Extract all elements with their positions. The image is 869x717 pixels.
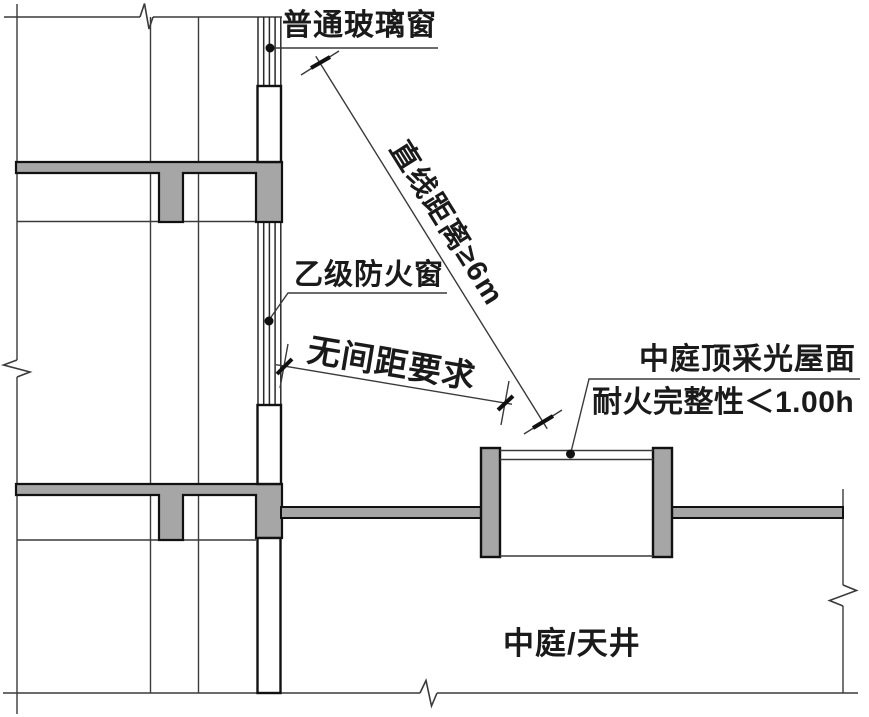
window-frame-panels: [256, 84, 283, 486]
label-class-b-fire-window: 乙级防火窗: [294, 259, 445, 291]
atrium-roof-slabs: [280, 506, 844, 519]
leader-dot-fire-window: [264, 316, 274, 326]
leader-class-b-fire-window: [268, 292, 447, 321]
label-ordinary-glass-window: 普通玻璃窗: [282, 9, 437, 42]
leader-lines: [267, 47, 860, 453]
atrium-side-wall: [256, 536, 282, 695]
floor-slab-upper: [14, 160, 284, 224]
dimension-line-no-spacing: [275, 364, 513, 405]
label-atrium-courtyard: 中庭/天井: [503, 626, 641, 661]
skylight-supports: [479, 446, 674, 559]
dimension-ticks: [275, 55, 555, 430]
dimension-line-diagonal: [315, 55, 548, 430]
construction-lines: [3, 4, 858, 714]
glazing-fire-window: [257, 222, 282, 405]
label-atrium-roof-title: 中庭顶采光屋面: [639, 343, 856, 376]
leader-skylight-roof: [570, 378, 860, 453]
leader-dot-skylight: [566, 449, 575, 459]
leader-dots: [264, 43, 575, 459]
label-atrium-roof-fire-integrity: 耐火完整性＜1.00h: [592, 386, 855, 419]
break-marks: [0, 3, 859, 709]
floor-slab-lower: [14, 482, 284, 542]
leader-dot-ordinary-window: [265, 43, 275, 53]
skylight-glass: [500, 449, 653, 557]
